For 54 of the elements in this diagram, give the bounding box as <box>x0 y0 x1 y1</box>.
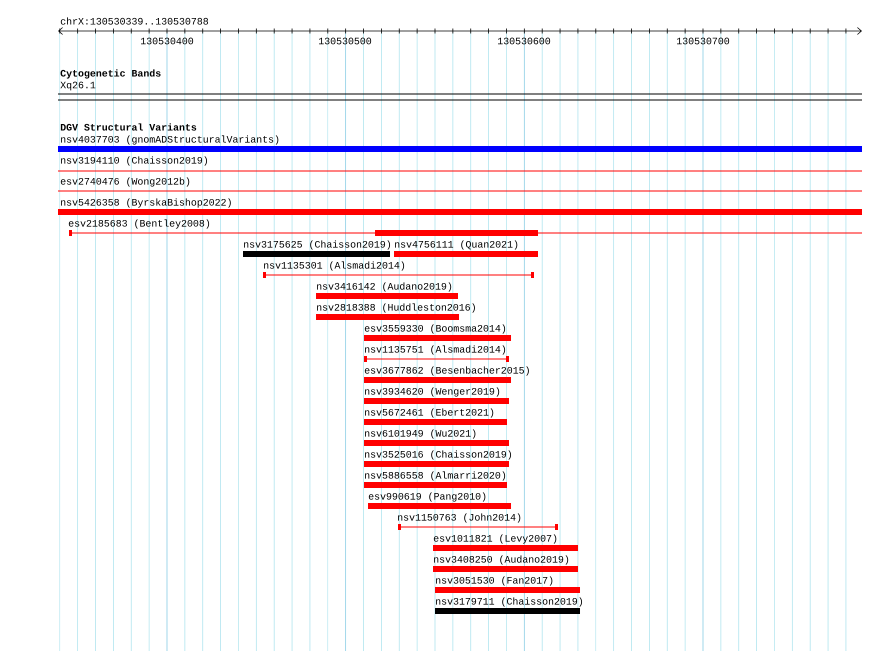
variant-feature: nsv3934620 (Wenger2019) <box>364 387 509 404</box>
node-label: nsv5886558 (Almarri2020) <box>365 471 506 481</box>
node-label: nsv5426358 (ByrskaBishop2022) <box>61 198 231 208</box>
node-label: esv3559330 (Boomsma2014) <box>364 324 506 334</box>
node-label: nsv3934620 (Wenger2019) <box>365 387 500 397</box>
node-label: nsv3408250 (Audano2019) <box>434 555 568 565</box>
variant-feature: nsv5426358 (ByrskaBishop2022) <box>58 198 862 215</box>
variant-feature: nsv1135751 (Alsmadi2014) <box>364 345 509 362</box>
variant-feature: nsv3175625 (Chaisson2019) <box>243 240 390 257</box>
node-label: esv3677862 (Besenbacher2015) <box>364 366 529 376</box>
tick-label: 130530600 <box>498 38 550 44</box>
variant-feature: nsv3416142 (Audano2019) <box>316 282 458 299</box>
node-label: nsv1150763 (John2014) <box>398 513 520 523</box>
node-label: nsv6101949 (Wu2021) <box>365 429 476 439</box>
variant-feature: esv2740476 (Wong2012b) <box>58 177 862 192</box>
band-label: Xq26.1 <box>60 82 96 90</box>
tick-label: 130530700 <box>677 38 730 44</box>
variant-feature: nsv4037703 (gnomADStructuralVariants) <box>58 135 862 152</box>
node-label: nsv3416142 (Audano2019) <box>317 282 452 292</box>
variant-feature: esv990619 (Pang2010) <box>368 492 511 509</box>
node-label: esv990619 (Pang2010) <box>368 492 486 502</box>
track-heading: DGV Structural Variants <box>60 123 196 131</box>
node-label: esv2185683 (Bentley2008) <box>68 219 210 229</box>
track-heading: Cytogenetic Bands <box>60 69 161 79</box>
variant-feature: esv1011821 (Levy2007) <box>433 534 578 551</box>
coordinate-range: chrX:130530339..130530788 <box>60 17 208 25</box>
node-label: nsv3179711 (Chaisson2019) <box>436 597 582 607</box>
node-label: nsv1135751 (Alsmadi2014) <box>365 345 506 355</box>
variant-feature: esv2185683 (Bentley2008) <box>68 219 862 236</box>
variant-feature: nsv4756111 (Quan2021) <box>394 240 538 257</box>
variant-feature: nsv2818388 (Huddleston2016) <box>316 303 475 320</box>
variant-feature: nsv5886558 (Almarri2020) <box>364 471 507 488</box>
variant-feature: nsv3051530 (Fan2017) <box>435 576 580 593</box>
node-label: nsv1135301 (Alsmadi2014) <box>264 261 404 271</box>
variant-feature: nsv3408250 (Audano2019) <box>433 555 578 572</box>
variant-feature: nsv3525016 (Chaisson2019) <box>364 450 512 467</box>
node-label: nsv2818388 (Huddleston2016) <box>317 303 475 313</box>
variant-feature: nsv6101949 (Wu2021) <box>364 429 509 446</box>
variant-feature: nsv3179711 (Chaisson2019) <box>435 597 582 614</box>
variant-feature: esv3677862 (Besenbacher2015) <box>364 366 529 383</box>
variant-feature: nsv5672461 (Ebert2021) <box>364 408 507 425</box>
variant-feature: nsv1150763 (John2014) <box>398 513 558 530</box>
variant-feature: nsv3194110 (Chaisson2019) <box>58 156 862 172</box>
node-label: nsv5672461 (Ebert2021) <box>365 408 494 418</box>
tick-label: 130530500 <box>319 38 372 44</box>
node-label: nsv4756111 (Quan2021) <box>395 240 518 250</box>
node-label: nsv3051530 (Fan2017) <box>436 576 552 586</box>
variant-feature: esv3559330 (Boomsma2014) <box>364 324 511 341</box>
tick-label: 130530400 <box>141 38 194 44</box>
node-label: nsv3525016 (Chaisson2019) <box>365 450 512 460</box>
node-label: esv1011821 (Levy2007) <box>434 534 556 544</box>
node-label: nsv3175625 (Chaisson2019) <box>244 240 390 250</box>
node-label: nsv4037703 (gnomADStructuralVariants) <box>61 135 278 145</box>
variant-feature: nsv1135301 (Alsmadi2014) <box>263 261 534 278</box>
